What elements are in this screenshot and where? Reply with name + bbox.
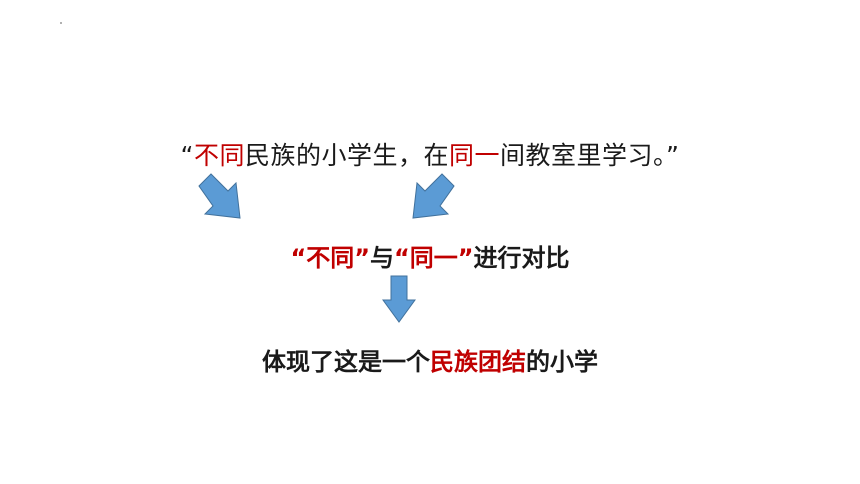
arrow-down-right-icon [198,173,241,219]
conclusion-line: 体现了这是一个民族团结的小学 [0,342,860,377]
highlight-tongyi: 同一 [449,141,501,170]
comparison-line: “不同”与“同一”进行对比 [0,238,860,273]
conclusion-end: 的小学 [526,348,598,376]
highlight-minzu-tuanjie: 民族团结 [430,348,526,376]
open-quote: “ [180,141,194,170]
sentence-middle: 民族的小学生，在 [244,141,449,170]
quote-butong: “不同” [290,244,370,272]
highlight-butong: 不同 [193,141,245,170]
quote-sentence: “不同民族的小学生，在同一间教室里学习。” [0,136,860,172]
decorative-dot [60,22,62,24]
connector-yu: 与 [370,244,394,272]
arrow-down-icon [382,275,416,323]
arrow-down-left-icon [412,173,455,219]
sentence-end: 间教室里学习。 [500,141,667,170]
close-quote: ” [666,141,680,170]
comparison-text: 进行对比 [473,244,570,272]
conclusion-start: 体现了这是一个 [262,348,430,376]
quote-tongyi: “同一” [394,244,474,272]
